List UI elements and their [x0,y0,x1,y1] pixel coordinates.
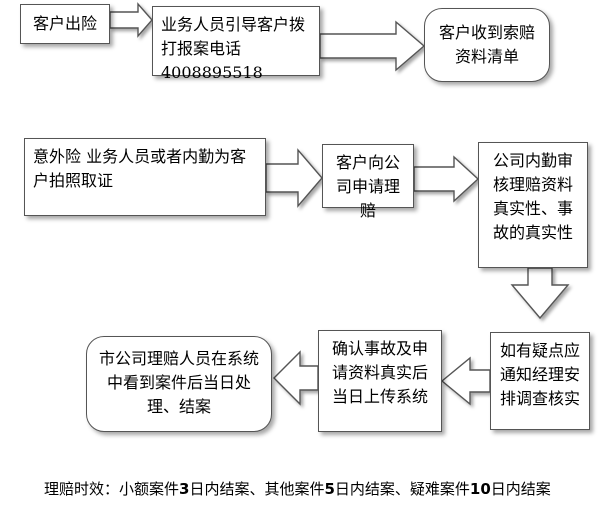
footer-suffix: 日内结案 [490,480,551,498]
node-city-process-close: 市公司理赔人员在系统中看到案件后当日处理、结案 [86,336,272,432]
node-city-process-close-text: 市公司理赔人员在系统中看到案件后当日处理、结案 [98,349,259,416]
arrow-right-1 [109,2,153,38]
arrow-right-2 [319,20,426,72]
footer-days-small: 3 [179,480,190,498]
arrow-left-2 [273,350,319,406]
node-customer-accident-text: 客户出险 [32,14,97,33]
node-apply-claim-text: 客户向公司申请理赔 [335,153,400,220]
node-audit-materials-text: 公司内勤审核理赔资料真实性、事故的真实性 [492,151,573,242]
footer-mid-2: 日内结案、疑难案件 [334,480,470,498]
footer-mid-1: 日内结案、其他案件 [189,480,325,498]
claim-timeliness-note: 理赔时效：小额案件3日内结案、其他案件5日内结案、疑难案件10日内结案 [44,478,551,499]
node-receive-claim-list-text: 客户收到索赔资料清单 [438,23,535,66]
node-audit-materials: 公司内勤审核理赔资料真实性、事故的真实性 [478,142,588,268]
node-confirm-upload-text: 确认事故及申请资料真实后当日上传系统 [331,339,428,406]
footer-days-other: 5 [324,480,335,498]
node-guide-report-call-text: 业务人员引导客户拨打报案电话4008895518 [161,15,306,82]
arrow-left-1 [440,356,491,406]
node-accident-photo-evidence-text: 意外险 业务人员或者内勤为客户拍照取证 [33,147,247,190]
node-accident-photo-evidence: 意外险 业务人员或者内勤为客户拍照取证 [24,138,266,216]
node-confirm-upload: 确认事故及申请资料真实后当日上传系统 [318,330,442,432]
node-guide-report-call: 业务人员引导客户拨打报案电话4008895518 [152,6,320,82]
footer-days-difficult: 10 [469,480,491,498]
arrow-right-4 [413,155,480,203]
node-apply-claim: 客户向公司申请理赔 [322,144,414,220]
arrow-right-3 [265,148,323,208]
node-suspicion-investigate-text: 如有疑点应通知经理安排调查核实 [499,341,580,408]
footer-prefix: 理赔时效：小额案件 [44,480,180,498]
node-suspicion-investigate: 如有疑点应通知经理安排调查核实 [490,332,590,430]
node-customer-accident: 客户出险 [20,4,110,44]
node-receive-claim-list: 客户收到索赔资料清单 [424,8,550,82]
arrow-down-1 [510,267,570,320]
